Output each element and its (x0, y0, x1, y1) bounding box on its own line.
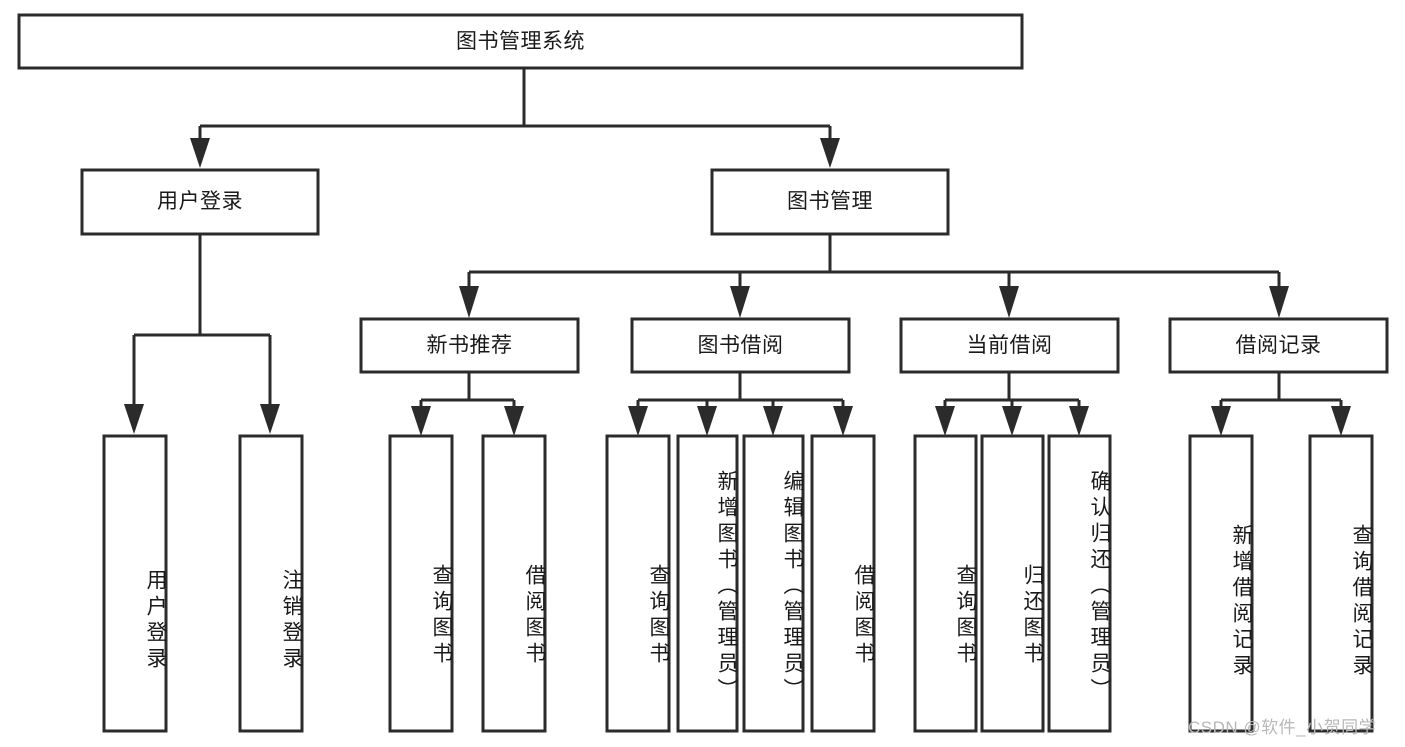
node-box-new-book-recommend[interactable] (359, 317, 580, 374)
node-box-leaf-add-book-admin[interactable] (676, 434, 739, 733)
arrow-head-book-borrow-leaf-2 (697, 406, 717, 436)
arrow-head-to-new-book (459, 286, 479, 318)
node-box-book-manage[interactable] (710, 168, 950, 236)
node-box-leaf-borrow-book-2[interactable] (810, 434, 876, 733)
node-box-leaf-borrow-book-1[interactable] (481, 434, 547, 733)
watermark-text: CSDN @软件_小贺同学 (1188, 718, 1377, 737)
node-box-leaf-query-book-3[interactable] (913, 434, 978, 733)
arrow-head-to-user-login (190, 138, 210, 168)
node-box-current-borrow[interactable] (899, 317, 1120, 374)
node-box-borrow-record[interactable] (1168, 317, 1389, 374)
arrow-head-to-book-manage (820, 138, 840, 168)
node-box-leaf-return-book[interactable] (980, 434, 1045, 733)
arrow-head-to-borrow-record (1269, 286, 1289, 318)
node-box-leaf-confirm-return-admin[interactable] (1047, 434, 1112, 733)
arrow-head-new-book-leaf-1 (411, 406, 431, 436)
arrow-head-to-book-borrow (730, 286, 750, 318)
node-box-leaf-add-record[interactable] (1188, 434, 1254, 733)
node-box-leaf-query-record[interactable] (1308, 434, 1374, 733)
arrow-head-borrow-record-leaf-2 (1331, 406, 1351, 436)
arrow-head-user-login-leaf-2 (260, 404, 280, 434)
arrow-head-borrow-record-leaf-1 (1211, 406, 1231, 436)
arrow-head-current-borrow-leaf-1 (935, 406, 955, 436)
node-box-leaf-user-login[interactable] (102, 434, 168, 733)
arrow-head-book-borrow-leaf-3 (763, 406, 783, 436)
node-box-book-borrow[interactable] (630, 317, 851, 374)
arrow-head-user-login-leaf-1 (124, 404, 144, 434)
arrow-head-book-borrow-leaf-4 (833, 406, 853, 436)
node-box-root[interactable] (17, 13, 1024, 70)
arrow-head-book-borrow-leaf-1 (628, 406, 648, 436)
arrow-head-new-book-leaf-2 (504, 406, 524, 436)
node-box-leaf-edit-book-admin[interactable] (742, 434, 805, 733)
arrow-head-current-borrow-leaf-3 (1069, 406, 1089, 436)
arrow-head-to-current-borrow (999, 286, 1019, 318)
node-box-leaf-logout[interactable] (238, 434, 304, 733)
arrow-head-current-borrow-leaf-2 (1002, 406, 1022, 436)
node-box-user-login[interactable] (80, 168, 320, 236)
node-box-leaf-query-book-2[interactable] (605, 434, 671, 733)
node-box-leaf-query-book-1[interactable] (388, 434, 454, 733)
